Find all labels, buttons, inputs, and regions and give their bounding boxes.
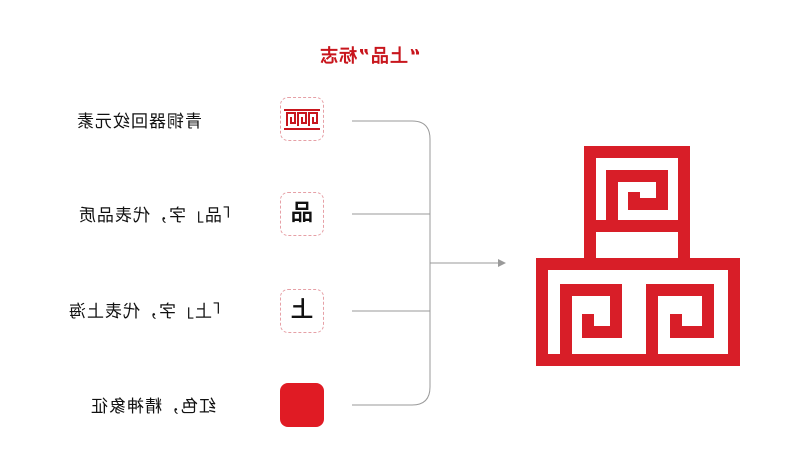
shangpin-logo-icon	[536, 146, 740, 366]
tile-pin-character: 品	[280, 192, 324, 236]
shang-character: 上	[291, 298, 314, 323]
row-label-shang-character: 「上」字，代表上海	[68, 302, 230, 322]
row-label-red-color: 红色，精神象征	[90, 397, 216, 417]
pin-character: 品	[291, 201, 314, 226]
row-label-pin-character: 「品」字，代表品质	[78, 206, 240, 226]
row-label-bronze-pattern: 青铜器回纹元素	[76, 112, 202, 132]
meander-pattern-icon	[284, 109, 320, 130]
connector-4	[352, 263, 431, 406]
red-swatch	[280, 383, 324, 427]
arrowhead-icon	[498, 259, 506, 267]
connector-1	[352, 120, 431, 263]
tile-shang-character: 上	[280, 289, 324, 333]
tile-meander-pattern	[280, 97, 324, 141]
